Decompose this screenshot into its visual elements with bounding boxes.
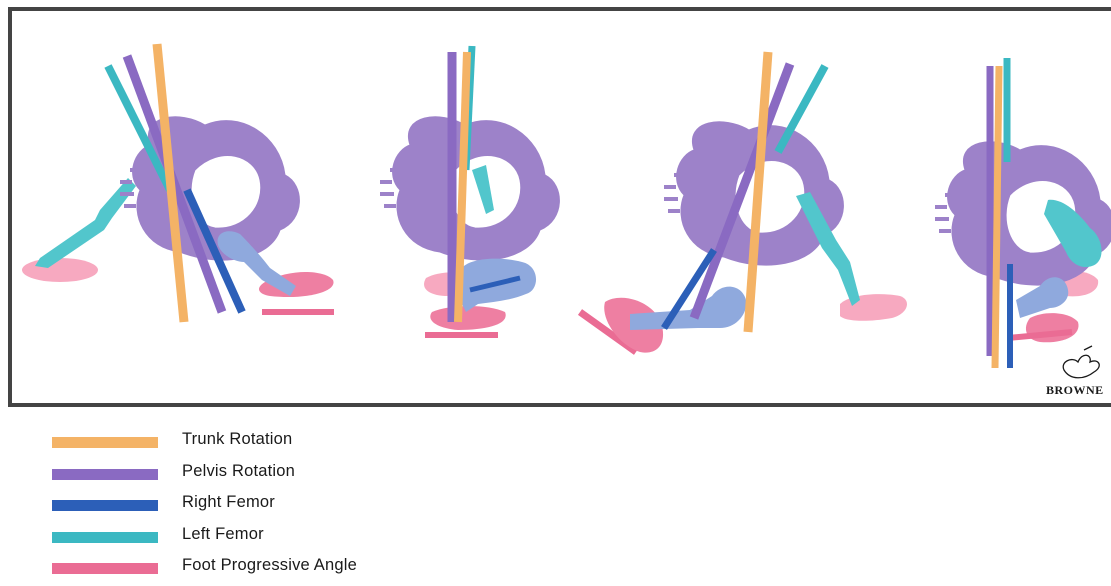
left-femur-bone-1 — [35, 178, 136, 268]
figure-2 — [380, 46, 559, 335]
trunk-line-4 — [995, 66, 999, 368]
left-foot-1 — [22, 258, 98, 282]
signature-flourish — [1063, 346, 1099, 378]
trunk-line-3 — [748, 52, 768, 332]
legend-swatch — [52, 532, 158, 543]
figure-1 — [22, 44, 334, 322]
legend-swatch — [52, 500, 158, 511]
legend-label: Pelvis Rotation — [182, 462, 295, 481]
legend-swatch — [52, 469, 158, 480]
figure-3 — [580, 52, 907, 353]
artist-signature: BROWNE — [1046, 383, 1104, 398]
legend-swatch — [52, 563, 158, 574]
figure-4 — [935, 58, 1111, 368]
legend-label: Right Femor — [182, 493, 275, 512]
legend-label: Trunk Rotation — [182, 430, 292, 449]
legend-swatch — [52, 437, 158, 448]
legend-label: Foot Progressive Angle — [182, 556, 357, 575]
legend-label: Left Femor — [182, 525, 264, 544]
left-femur-bone-2 — [472, 165, 494, 214]
